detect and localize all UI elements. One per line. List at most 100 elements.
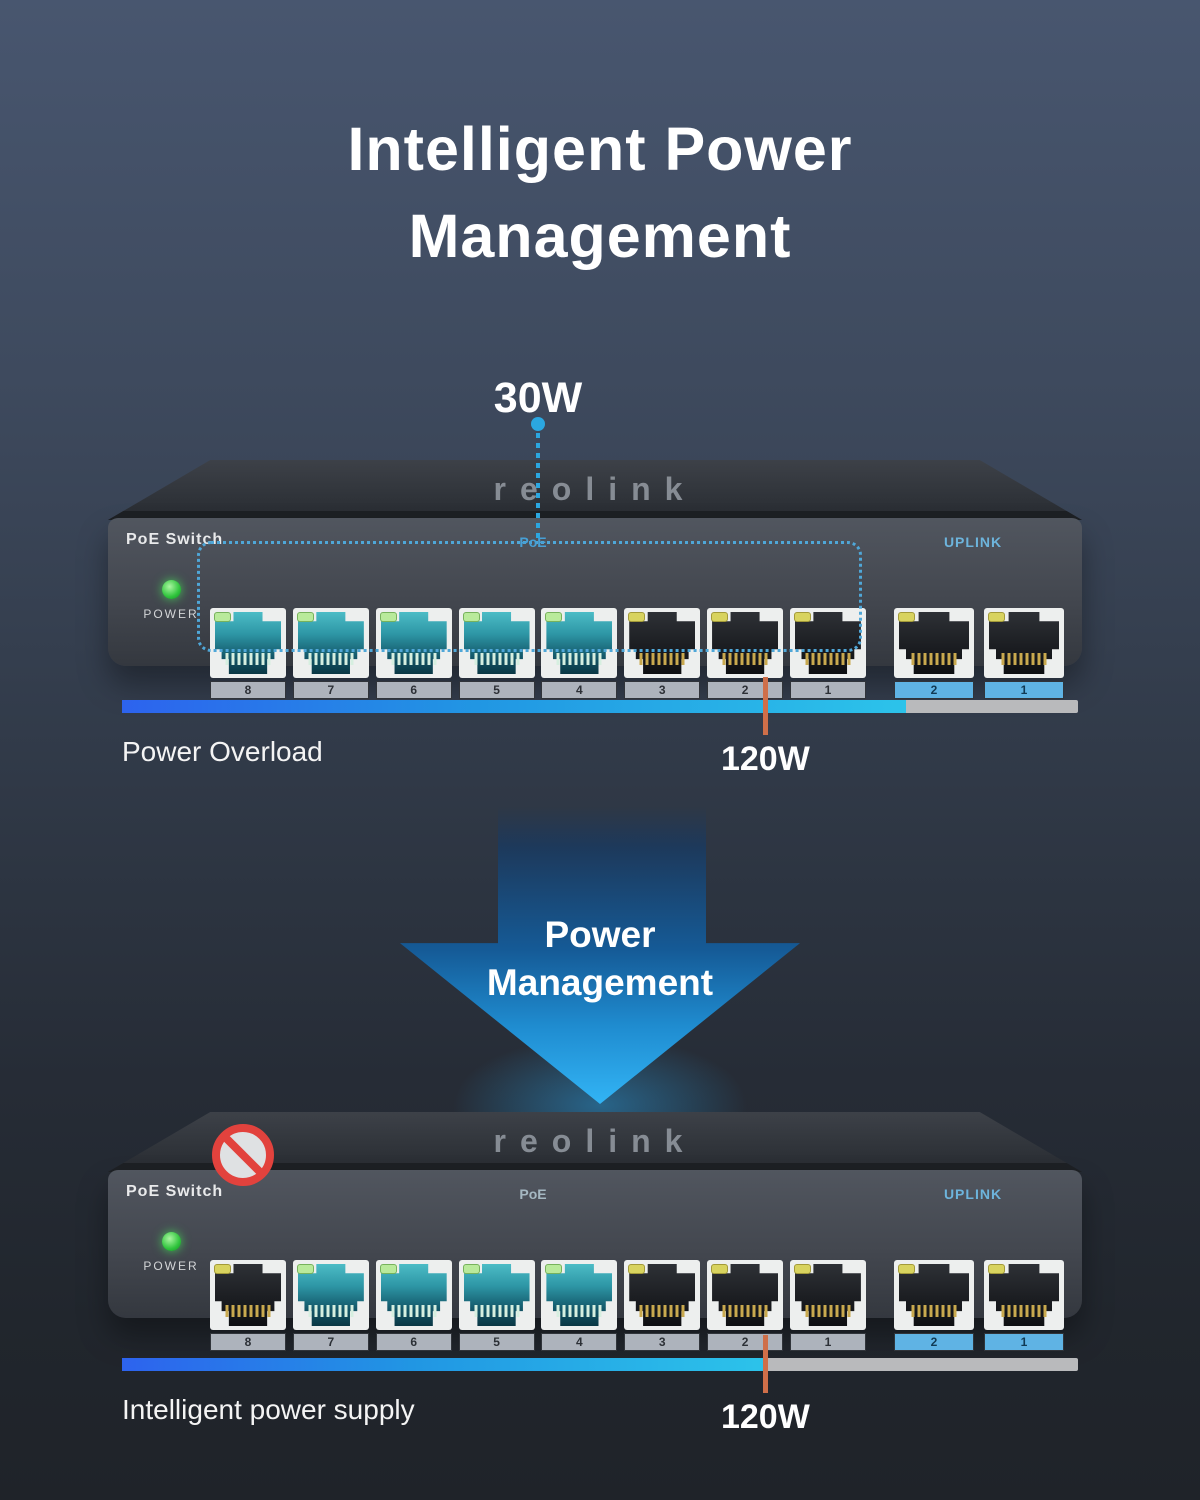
jack-pins [805,653,851,665]
jack-pins [805,1305,851,1317]
port-led [628,1264,646,1274]
rj45-jack [292,608,369,678]
rj45-jack [458,1260,535,1330]
port-led [545,1264,563,1274]
port-number: 6 [375,1333,452,1351]
port-led [711,612,729,622]
power-bar-overload: Power Overload 120W [122,677,1078,790]
rj45-jack [984,1260,1064,1330]
power-bar-managed: Intelligent power supply 120W [122,1335,1078,1448]
port-number: 4 [541,1333,618,1351]
bar-caption: Intelligent power supply [122,1394,415,1425]
port-led [462,1264,480,1274]
rj45-jack [292,1260,369,1330]
port-led [379,1264,397,1274]
callout-dotted-line [536,433,540,543]
port-led [379,612,397,622]
poe-highlight-zone [197,541,862,652]
prohibition-icon [212,1124,274,1186]
jack-pins [225,1305,271,1317]
uplink-port-2: 2 [894,608,974,699]
port-number: 8 [210,681,286,699]
rj45-jack [624,608,701,678]
power-bar-track [122,1335,1078,1393]
port-led [988,1264,1005,1274]
poe-port-8: 8 [210,1260,286,1351]
power-label: POWER [143,607,199,621]
bar-caption: Power Overload [122,736,323,767]
rj45-jack [541,608,618,678]
port-number: 7 [292,1333,369,1351]
poe-port-2: 2 [707,1260,784,1351]
jack-pins [474,1305,520,1317]
title-line-2: Management [408,202,792,271]
rj45-jack [458,608,535,678]
port-number: 1 [789,681,866,699]
jack-pins [308,1305,354,1317]
jack-pins [556,653,602,665]
poe-port-8: 8 [210,608,286,699]
arrow-text-line-2: Management [486,962,714,1003]
rj45-jack [984,608,1064,678]
port-led [793,612,811,622]
page-title: Intelligent Power Management [0,106,1200,280]
port-led [296,612,314,622]
port-number: 5 [458,681,535,699]
rj45-jack [541,1260,618,1330]
power-led [162,580,181,599]
jack-pins [911,1305,957,1317]
poe-port-6: 6 [375,608,452,699]
power-led [162,1232,181,1251]
power-bar-track [122,677,1078,735]
jack-pins [639,1305,685,1317]
port-number: 3 [624,681,701,699]
poe-port-1: 1 [789,1260,866,1351]
jack-pins [722,653,768,665]
port-led [898,612,915,622]
port-led [628,612,646,622]
poe-section-label: PoE [519,534,547,550]
panel-label: PoE Switch [126,1183,224,1200]
port-number: 1 [789,1333,866,1351]
power-bar-fill [122,700,906,713]
port-number: 2 [894,681,974,699]
rj45-jack [375,1260,452,1330]
rj45-jack [789,1260,866,1330]
port-number: 1 [984,681,1064,699]
poe-port-7: 7 [292,608,369,699]
uplink-port-2: 2 [894,1260,974,1351]
limit-watt-label: 120W [720,1398,810,1436]
rj45-jack [210,608,286,678]
port-number: 7 [292,681,369,699]
port-number: 8 [210,1333,286,1351]
rj45-jack [624,1260,701,1330]
poe-port-3: 3 [624,1260,701,1351]
jack-pins [1001,653,1047,665]
limit-marker [763,677,769,735]
power-bar-fill [122,1358,766,1371]
port-led [988,612,1005,622]
rj45-jack [894,1260,974,1330]
poe-section-label: PoE [519,1186,547,1202]
jack-pins [911,653,957,665]
jack-pins [639,653,685,665]
port-number: 5 [458,1333,535,1351]
limit-marker [763,1335,769,1393]
uplink-port-1: 1 [984,608,1064,699]
poe-port-4: 4 [541,608,618,699]
callout-dot-icon [531,417,545,431]
uplink-section-label: UPLINK [943,1186,1003,1202]
port-led [296,1264,314,1274]
port-number: 2 [707,681,784,699]
poe-port-6: 6 [375,1260,452,1351]
jack-pins [225,653,271,665]
port-number: 2 [894,1333,974,1351]
rj45-jack [210,1260,286,1330]
rj45-jack [707,1260,784,1330]
